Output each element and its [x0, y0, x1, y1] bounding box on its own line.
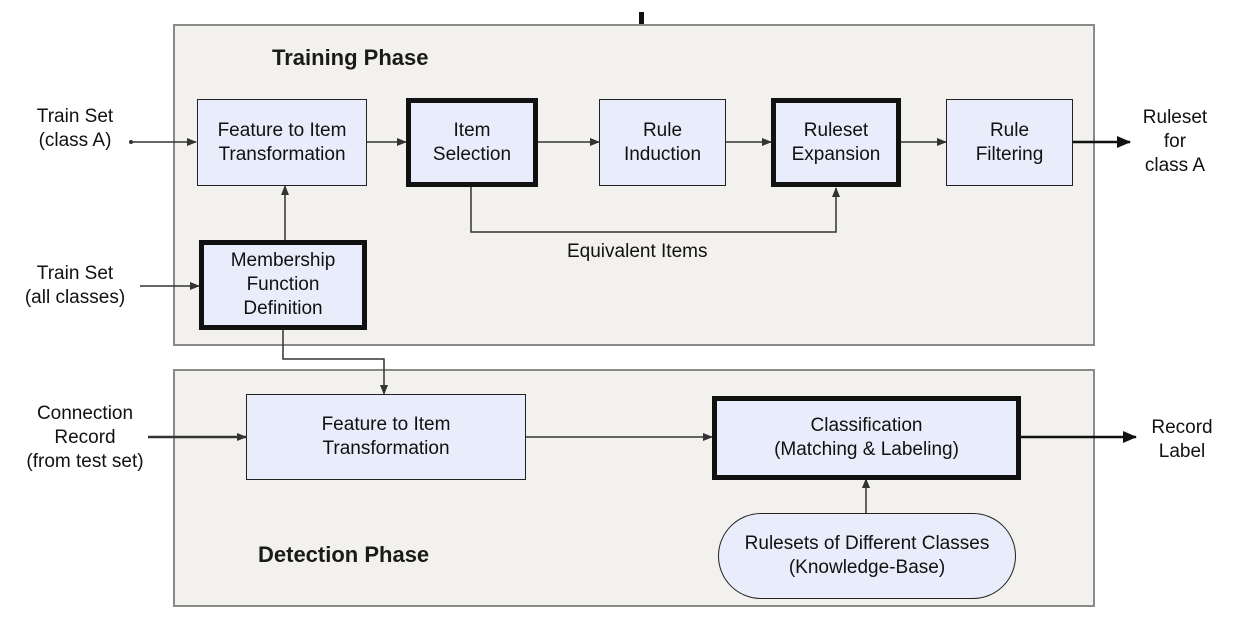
box-line: Expansion — [791, 143, 881, 165]
label-line: class A — [1144, 155, 1206, 176]
label-line: (class A) — [38, 130, 112, 151]
item-selection-box: Item Selection — [406, 98, 538, 187]
equivalent-items-connector — [470, 186, 840, 233]
box-line: Rulesets of Different Classes — [744, 533, 990, 554]
box-line: Transformation — [218, 143, 346, 165]
classification-box: Classification (Matching & Labeling) — [712, 396, 1021, 480]
train-set-class-a-label: Train Set (class A) — [20, 105, 130, 153]
detection-phase-title: Detection Phase — [258, 542, 430, 567]
training-phase-title: Training Phase — [272, 45, 429, 70]
box-line: Filtering — [975, 143, 1044, 165]
record-label-output: Record Label — [1142, 416, 1222, 464]
connection-record-label: Connection Record (from test set) — [10, 402, 160, 474]
equivalent-items-label: Equivalent Items — [567, 241, 708, 262]
box-line: Function — [246, 274, 320, 295]
box-line: Item — [453, 119, 491, 141]
label-line: (from test set) — [26, 451, 144, 472]
box-line: Transformation — [322, 438, 450, 459]
box-line: Definition — [243, 298, 323, 319]
box-line: Induction — [623, 143, 702, 165]
label-line: Train Set — [36, 263, 114, 284]
label-line: for — [1163, 131, 1187, 152]
rule-induction-box: Rule Induction — [599, 99, 726, 186]
ruleset-expansion-box: Ruleset Expansion — [771, 98, 901, 187]
rule-filtering-box: Rule Filtering — [946, 99, 1073, 186]
box-line: Rule — [989, 119, 1030, 141]
label-line: Connection — [36, 403, 134, 424]
box-line: Ruleset — [803, 119, 869, 141]
label-line: Record — [1151, 417, 1213, 438]
feature-to-item-box-training: Feature to Item Transformation — [197, 99, 367, 186]
label-line: Train Set — [36, 106, 114, 127]
rulesets-knowledge-base-box: Rulesets of Different Classes (Knowledge… — [718, 513, 1016, 599]
label-line: Label — [1158, 441, 1206, 462]
label-line: (all classes) — [24, 287, 126, 308]
box-line: Membership — [230, 250, 336, 271]
box-line: Selection — [432, 143, 512, 165]
box-line: Feature to Item — [217, 119, 347, 141]
feature-to-item-box-detection: Feature to Item Transformation — [246, 394, 526, 480]
box-line: (Matching & Labeling) — [774, 439, 959, 460]
label-line: Record — [54, 427, 116, 448]
membership-function-box: Membership Function Definition — [199, 240, 367, 330]
ruleset-output-label: Ruleset for class A — [1130, 106, 1220, 178]
arrow-membership-to-detection-feature — [282, 330, 388, 395]
box-line: Feature to Item — [321, 414, 451, 435]
box-line: Rule — [642, 119, 683, 141]
box-line: (Knowledge-Base) — [788, 557, 946, 578]
train-set-all-classes-label: Train Set (all classes) — [10, 262, 140, 310]
label-line: Ruleset — [1142, 107, 1208, 128]
box-line: Classification — [810, 415, 923, 436]
